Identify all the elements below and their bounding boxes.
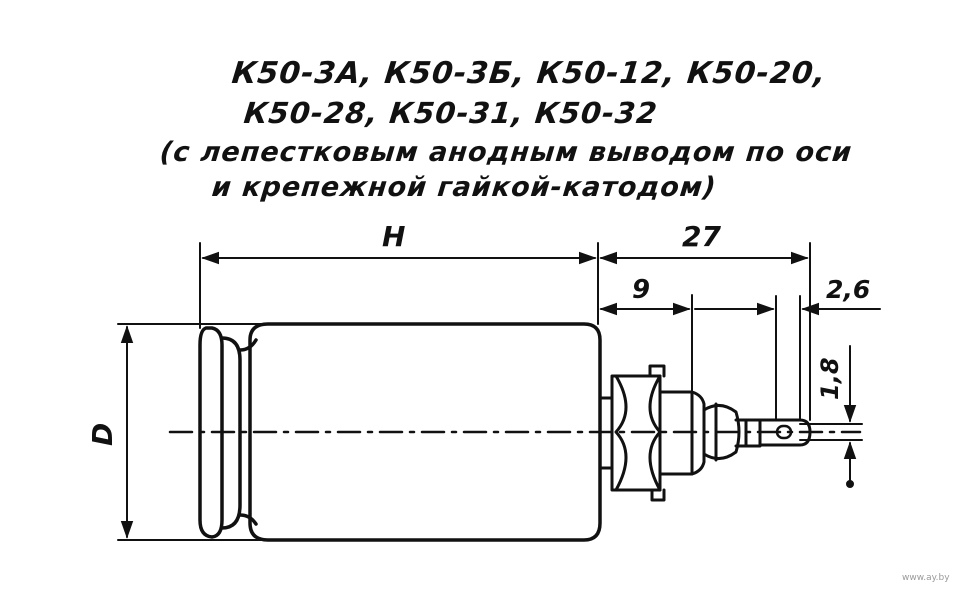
diameter-label: D (86, 423, 119, 446)
capacitor-body (198, 322, 602, 542)
lug-width-label: 2,6 (826, 275, 870, 304)
height-dimension-label: H (382, 220, 405, 253)
cathode-nut (598, 364, 762, 502)
anode-lug (758, 418, 812, 447)
watermark-text: www.ay.by (902, 573, 950, 583)
lug-hole-label: 1,8 (816, 357, 844, 400)
dimension-lines (117, 242, 881, 541)
terminal-length-label: 27 (682, 220, 721, 253)
nut-offset-label: 9 (632, 275, 650, 305)
